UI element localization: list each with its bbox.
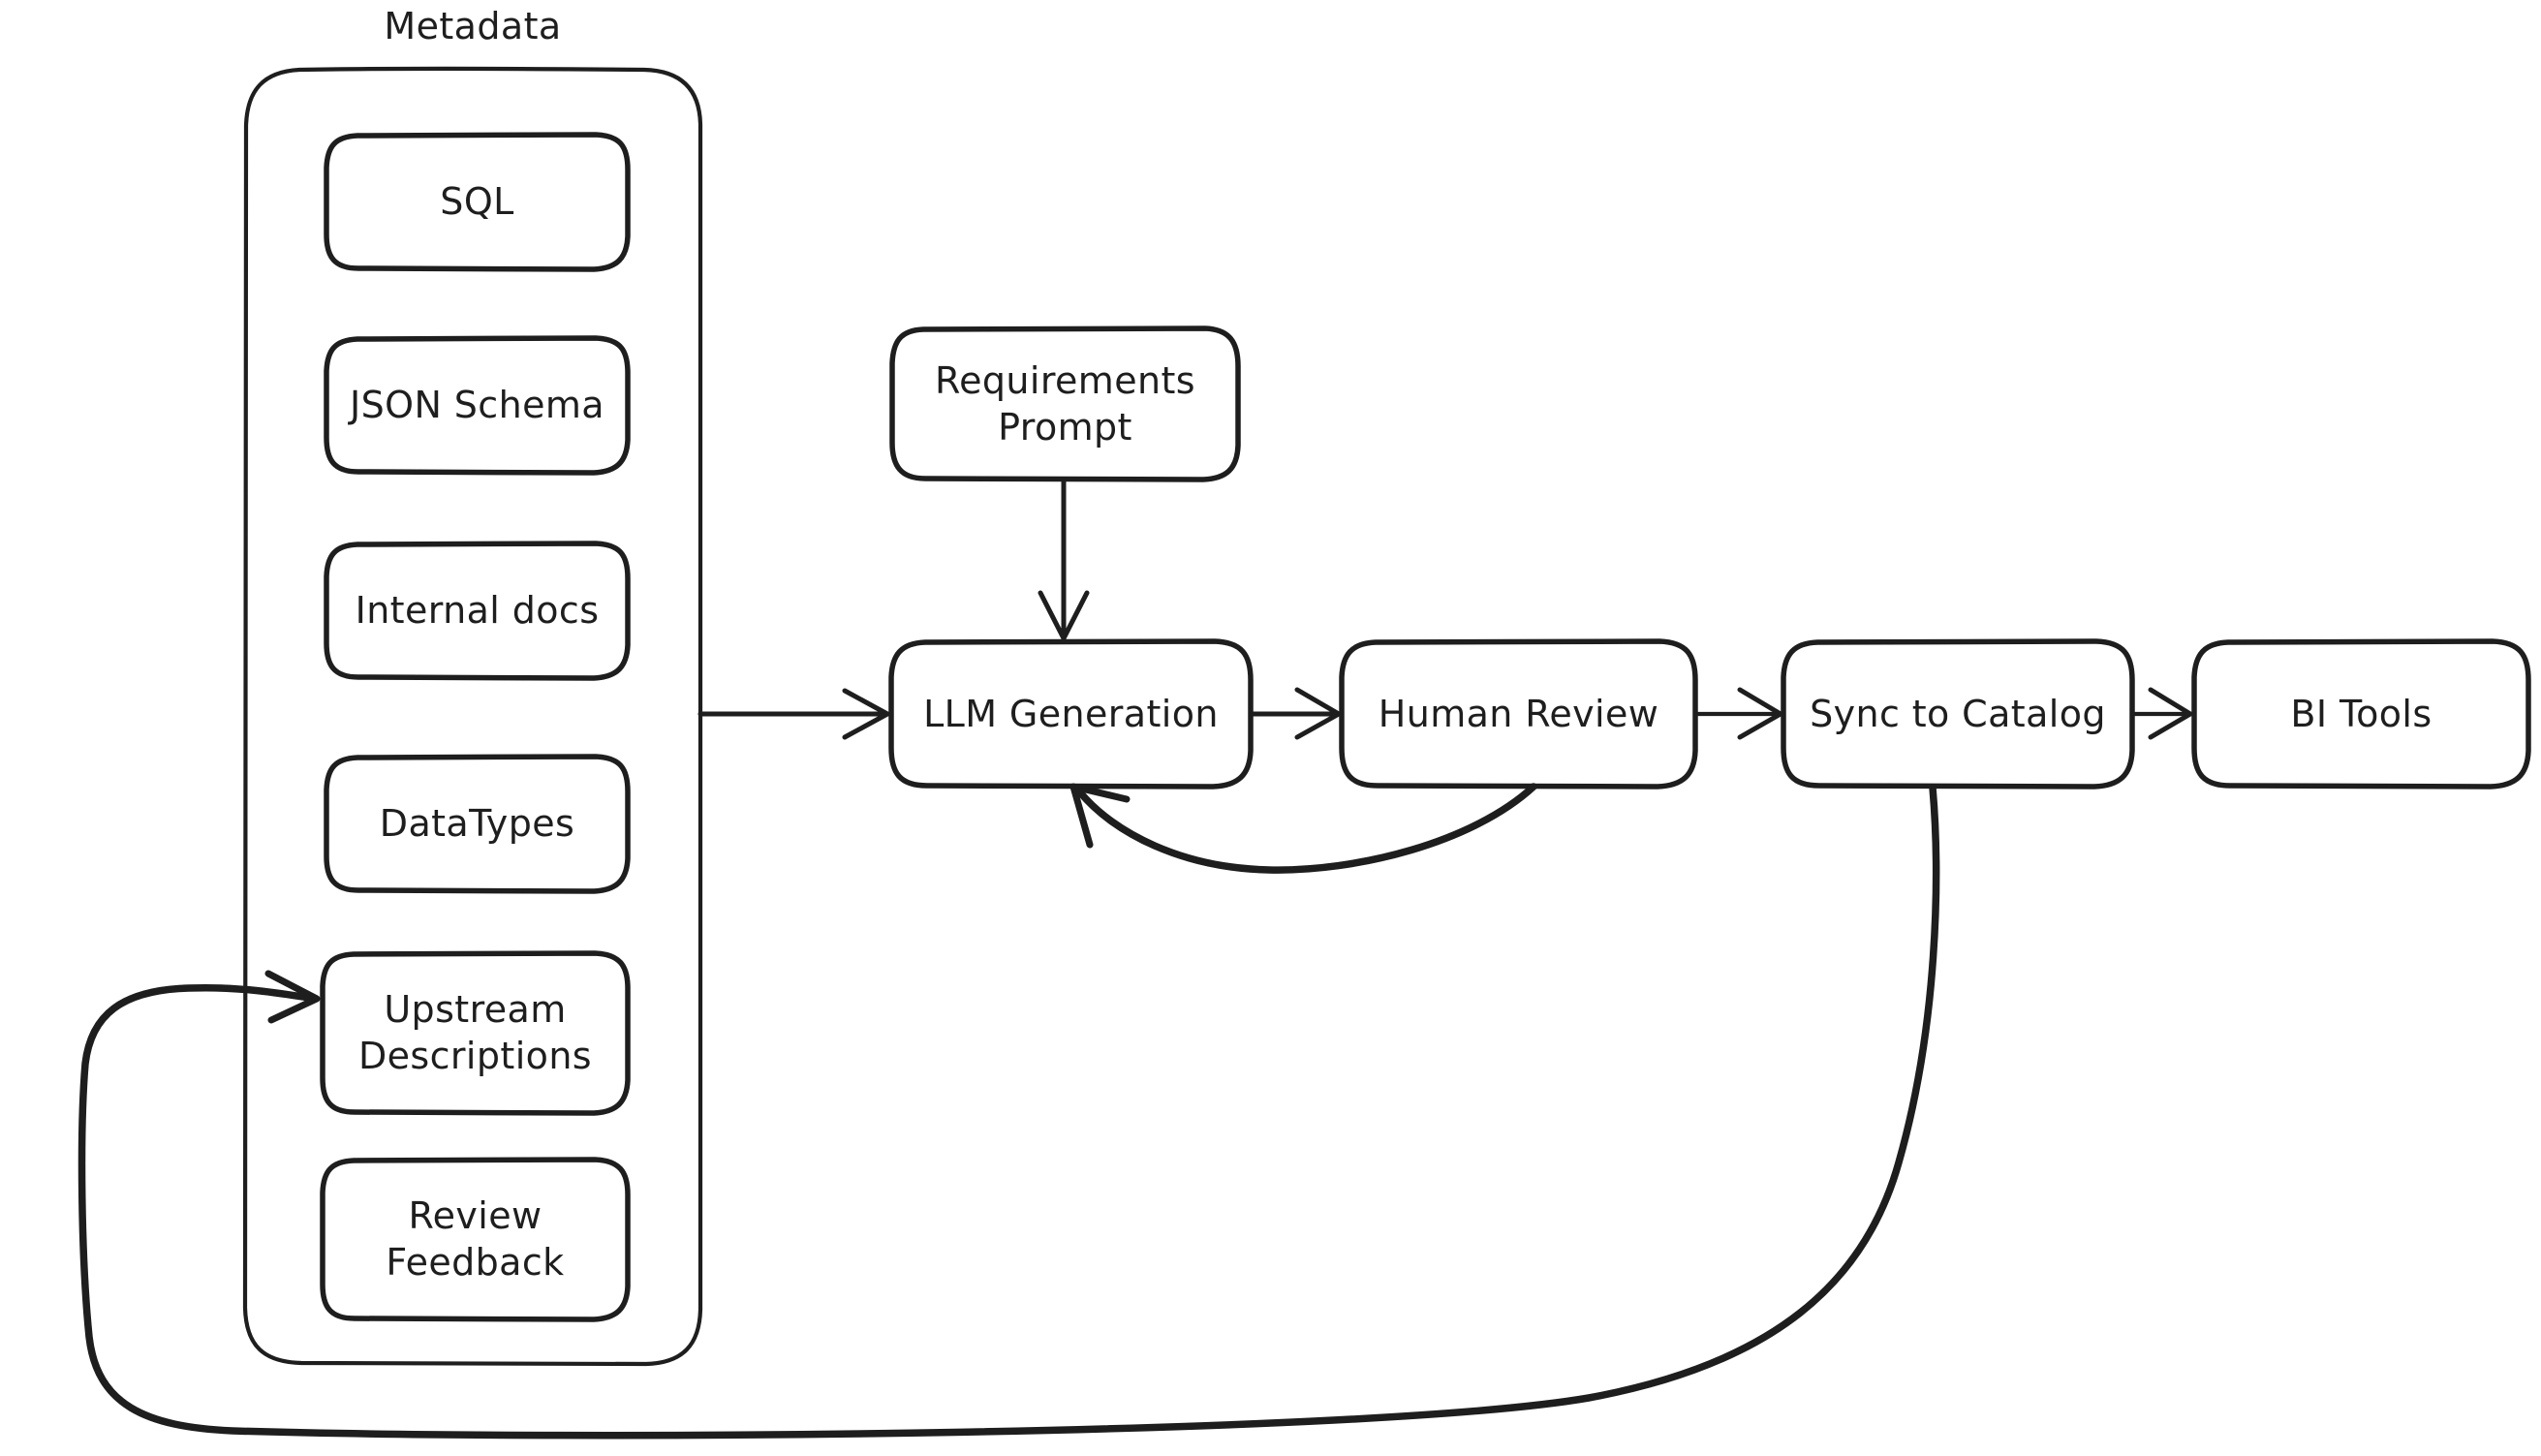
edge-metadata-to-llm xyxy=(697,688,890,740)
metadata-item-review-feedback-shape[interactable] xyxy=(320,1157,631,1322)
metadata-item-internal-docs-shape[interactable] xyxy=(324,541,631,681)
metadata-group-shape[interactable] xyxy=(242,66,703,1367)
metadata-item-data-types-shape[interactable] xyxy=(324,754,631,894)
metadata-group-title: Metadata xyxy=(384,5,562,47)
llm-generation-shape[interactable] xyxy=(888,638,1254,790)
edge-catalog-to-upstream-loop xyxy=(77,784,1940,1440)
edge-sync-to-bi xyxy=(2131,687,2193,740)
requirements-prompt-shape[interactable] xyxy=(889,325,1241,482)
edge-review-feedback-loop xyxy=(1069,783,1537,874)
human-review-shape[interactable] xyxy=(1339,638,1698,790)
sync-to-catalog-shape[interactable] xyxy=(1781,638,2135,790)
metadata-item-json-schema-shape[interactable] xyxy=(324,335,631,476)
bi-tools-shape[interactable] xyxy=(2191,638,2531,790)
edge-prompt-to-llm xyxy=(1038,479,1090,641)
metadata-item-upstream-descriptions-shape[interactable] xyxy=(320,950,631,1116)
edge-review-to-sync xyxy=(1694,687,1783,740)
edge-llm-to-review xyxy=(1250,687,1342,740)
metadata-item-sql-shape[interactable] xyxy=(324,132,631,272)
